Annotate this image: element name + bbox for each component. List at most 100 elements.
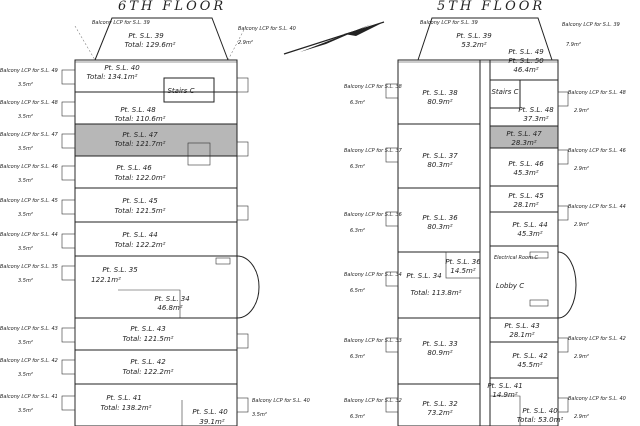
lot-label: Pt. S.L. 36 <box>422 214 458 222</box>
balcony-label: Balcony LCP for S.L. 42 <box>568 336 626 342</box>
lot-area: 80.3m² <box>427 161 452 169</box>
balcony-label: Balcony LCP for S.L. 39 <box>92 20 150 26</box>
lot-area: 39.1m² <box>199 418 224 426</box>
lot-area: Total: 134.1m² <box>87 73 138 81</box>
balcony-label: Balcony LCP for S.L. 35 <box>0 264 58 270</box>
balcony-label: Balcony LCP for S.L. 40 <box>238 26 296 32</box>
balcony-label: Balcony LCP for S.L. 46 <box>568 148 626 154</box>
lot-label: Pt. S.L. 37 <box>422 152 458 160</box>
lot-area: 80.9m² <box>427 349 452 357</box>
balcony-area: 2.9m² <box>238 40 253 46</box>
lot-area: 37.3m² <box>523 115 548 123</box>
lot-area: 14.9m² <box>492 391 517 399</box>
lot-label: Pt. S.L. 38 <box>422 89 458 97</box>
balcony-label: Balcony LCP for S.L. 34 <box>344 272 402 278</box>
balcony-area: 6.3m² <box>350 354 365 360</box>
lot-label: Pt. S.L. 39 <box>128 32 164 40</box>
balcony-label: Balcony LCP for S.L. 47 <box>0 132 59 138</box>
balcony-area: 3.5m² <box>18 372 33 378</box>
lot-label: Pt. S.L. 40 <box>104 64 140 72</box>
lot-label: Pt. S.L. 42 <box>130 358 166 366</box>
lot-area: Total: 122.2m² <box>115 241 166 249</box>
balcony-area: 7.9m² <box>566 42 581 48</box>
balcony-area: 3.5m² <box>18 340 33 346</box>
balcony-area: 2.9m² <box>574 108 589 114</box>
balcony-area: 6.3m² <box>350 228 365 234</box>
lot-label-highlighted: Pt. S.L. 47 <box>506 130 542 138</box>
lot-label: Pt. S.L. 45 <box>122 197 158 205</box>
electrical-room-label: Electrical Room C <box>494 255 539 261</box>
balcony-area: 3.5m² <box>18 246 33 252</box>
balcony-area: 2.9m² <box>574 354 589 360</box>
lot-label: Pt. S.L. 34 <box>406 272 441 280</box>
balcony-area: 6.3m² <box>350 164 365 170</box>
balcony-label: Balcony LCP for S.L. 48 <box>0 100 58 106</box>
lot-area: 46.8m² <box>157 304 182 312</box>
lot-area: 45.5m² <box>517 361 542 369</box>
balcony-label: Balcony LCP for S.L. 40 <box>252 398 310 404</box>
lot-area: Total: 53.0m² <box>517 416 564 424</box>
lot-area: Total: 121.5m² <box>123 335 174 343</box>
balcony-area: 3.5m² <box>18 82 33 88</box>
balcony-area: 3.5m² <box>252 412 267 418</box>
balcony-label: Balcony LCP for S.L. 45 <box>0 198 58 204</box>
lot-label: Pt. S.L. 33 <box>422 340 457 348</box>
balcony-area: 3.5m² <box>18 212 33 218</box>
lot-label: Pt. S.L. 48 <box>518 106 554 114</box>
lot-area: Total: 110.6m² <box>115 115 166 123</box>
lot-area-highlighted: 28.3m² <box>511 139 536 147</box>
lot-area: Total: 122.2m² <box>123 368 174 376</box>
lot-label: Pt. S.L. 35 <box>102 266 138 274</box>
balcony-area: 3.5m² <box>18 178 33 184</box>
lot-area: Total: 113.8m² <box>411 289 462 297</box>
balcony-area: 6.3m² <box>350 100 365 106</box>
balcony-area: 6.5m² <box>350 288 365 294</box>
lot-label: Pt. S.L. 34 <box>154 295 189 303</box>
balcony-area: 2.9m² <box>574 414 589 420</box>
lot-label: Pt. S.L. 46 <box>116 164 152 172</box>
balcony-label: Balcony LCP for S.L. 38 <box>344 84 402 90</box>
stairs-label: Stairs C <box>491 88 518 96</box>
balcony-label: Balcony LCP for S.L. 43 <box>0 326 58 332</box>
balcony-label: Balcony LCP for S.L. 44 <box>0 232 58 238</box>
fifth-floor-plan: Pt. S.L. 39 53.2m² Pt. S.L. 49 Pt. S.L. … <box>344 17 626 426</box>
north-arrow-icon <box>283 21 385 55</box>
balcony-label: Balcony LCP for S.L. 36 <box>344 212 402 218</box>
lot-area: Total: 129.6m² <box>125 41 176 49</box>
balcony-label: Balcony LCP for S.L. 33 <box>344 338 402 344</box>
balcony-label: Balcony LCP for S.L. 46 <box>0 164 58 170</box>
lot-area: Total: 121.5m² <box>115 207 166 215</box>
lot-label: Pt. S.L. 40 <box>192 408 228 416</box>
balcony-label: Balcony LCP for S.L. 49 <box>0 68 58 74</box>
lot-label: Pt. S.L. 39 <box>456 32 492 40</box>
balcony-area: 2.9m² <box>574 222 589 228</box>
lot-label: Pt. S.L. 43 <box>504 322 539 330</box>
balcony-label: Balcony LCP for S.L. 37 <box>344 148 403 154</box>
lot-area: 46.4m² <box>513 66 538 74</box>
lot-label: Pt. S.L. 45 <box>508 192 544 200</box>
balcony-label: Balcony LCP for S.L. 41 <box>0 394 58 400</box>
balcony-area: 3.5m² <box>18 408 33 414</box>
lot-label: Pt. S.L. 41 <box>106 394 141 402</box>
lot-label: Pt. S.L. 48 <box>120 106 156 114</box>
lot-label: Pt. S.L. 44 <box>512 221 547 229</box>
balcony-label: Balcony LCP for S.L. 32 <box>344 398 402 404</box>
lot-label: Pt. S.L. 41 <box>487 382 522 390</box>
balcony-area: 3.5m² <box>18 278 33 284</box>
lot-label: Pt. S.L. 46 <box>508 160 544 168</box>
balcony-label: Balcony LCP for S.L. 39 <box>562 22 620 28</box>
lot-area: 45.3m² <box>517 230 542 238</box>
fifth-floor-title: 5TH FLOOR <box>437 0 545 14</box>
sixth-floor-plan: Pt. S.L. 39 Total: 129.6m² Pt. S.L. 40 T… <box>0 17 310 426</box>
lot-area: 80.9m² <box>427 98 452 106</box>
lot-label: Pt. S.L. 36 <box>445 258 481 266</box>
lot-area: 45.3m² <box>513 169 538 177</box>
lot-area: 28.1m² <box>509 331 534 339</box>
lot-label: Pt. S.L. 49 <box>508 48 544 56</box>
lot-label: Pt. S.L. 43 <box>130 325 165 333</box>
lot-area: Total: 122.0m² <box>115 174 166 182</box>
lobby-label: Lobby C <box>496 282 524 290</box>
balcony-label: Balcony LCP for S.L. 44 <box>568 204 626 210</box>
balcony-area: 3.5m² <box>18 114 33 120</box>
lot-label: Pt. S.L. 44 <box>122 231 157 239</box>
